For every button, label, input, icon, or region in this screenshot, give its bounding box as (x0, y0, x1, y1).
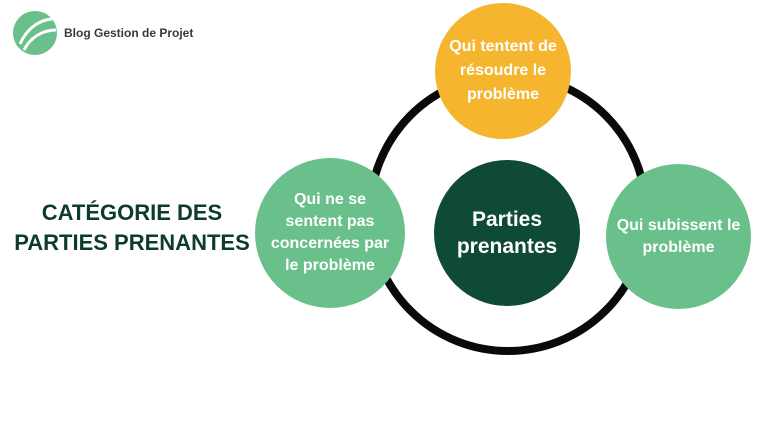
node-not-concerned: Qui ne se sentent pas concernées par le … (255, 158, 405, 308)
node-center-label: Parties prenantes (456, 208, 558, 258)
node-suffer: Qui subissent le problème (606, 164, 751, 309)
node-suffer-label: Qui subissent le problème (616, 216, 741, 256)
node-not-concerned-label: Qui ne se sentent pas concernées par le … (270, 191, 390, 274)
node-center: Parties prenantes (434, 160, 580, 306)
brand-logo: Blog Gestion de Projet (12, 10, 193, 56)
node-resolve: Qui tentent de résoudre le problème (435, 3, 571, 139)
brand-name: Blog Gestion de Projet (64, 26, 194, 40)
diagram-title: CATÉGORIE DES PARTIES PRENANTES (14, 200, 250, 255)
node-resolve-label: Qui tentent de résoudre le problème (449, 38, 557, 103)
leaf-logo-icon (13, 11, 57, 55)
